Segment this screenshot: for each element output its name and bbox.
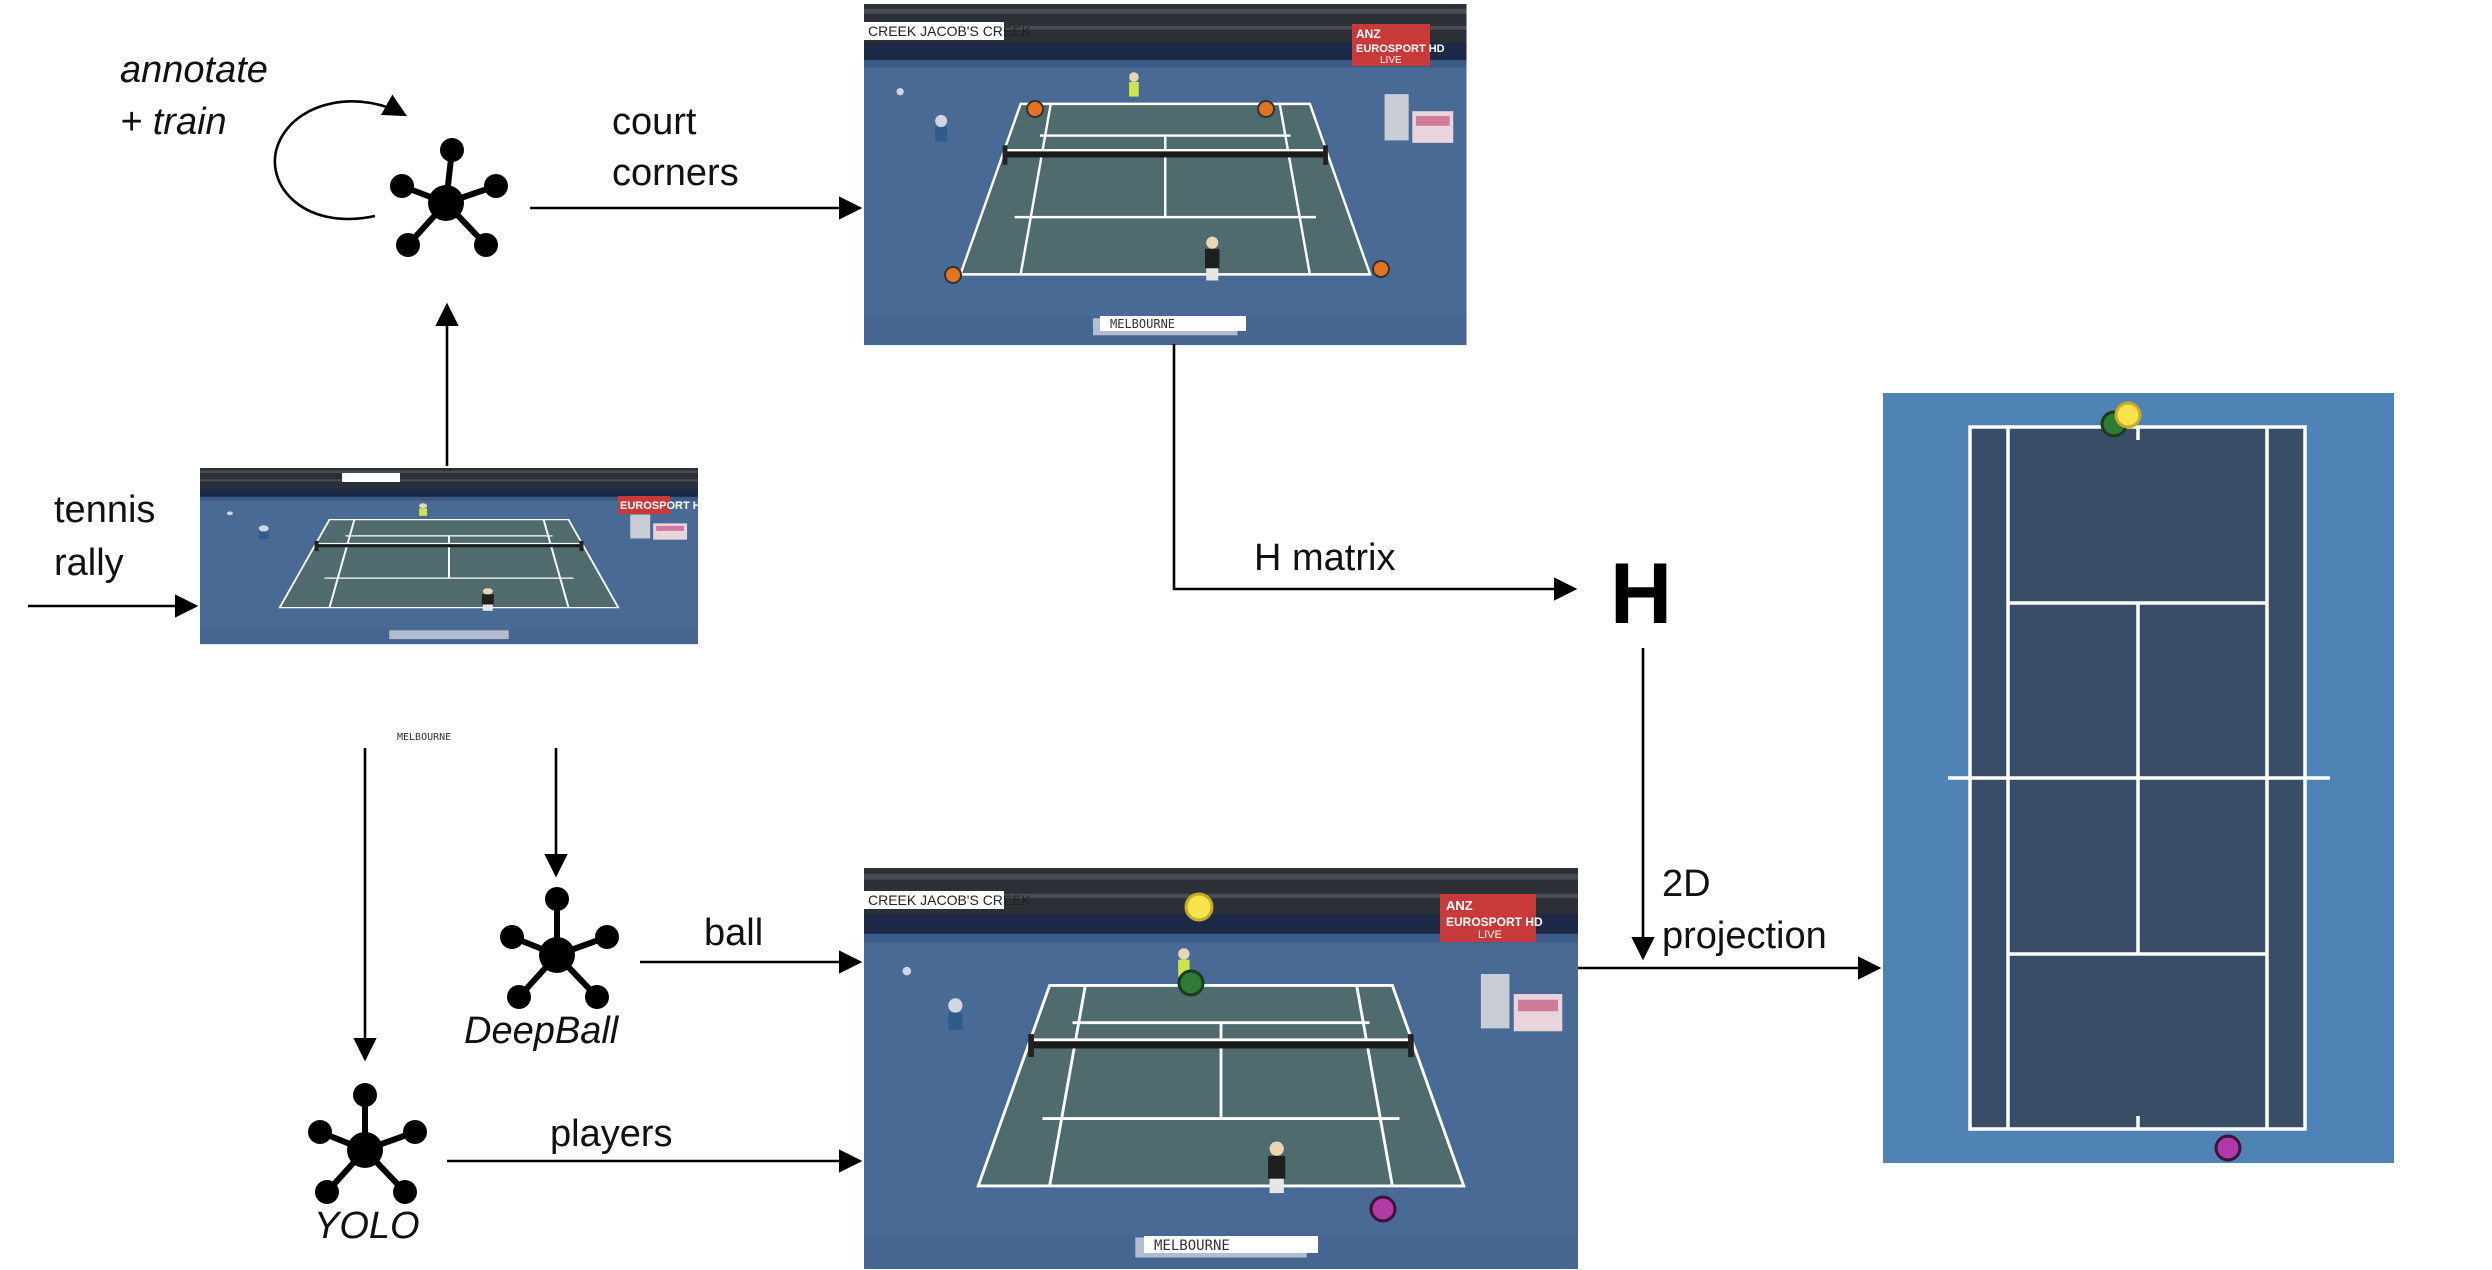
- projection-label-line1: 2D: [1662, 863, 1711, 905]
- input-frame-banner: MELBOURNE: [397, 732, 451, 743]
- h-symbol: H: [1610, 546, 1672, 642]
- player-marker: [1369, 1195, 1397, 1223]
- input-frame: [199, 467, 699, 646]
- corner-marker-top-left: [1026, 100, 1044, 118]
- corner-marker-bottom-left: [944, 266, 962, 284]
- projected-player-marker: [2214, 1134, 2242, 1162]
- detections-channel: EUROSPORT HD: [1446, 915, 1543, 929]
- court-corners-label-line1: court: [612, 101, 697, 143]
- neural-network-icon: [308, 1083, 427, 1204]
- loop-arrow-icon: [273, 94, 408, 221]
- deepball-label: DeepBall: [464, 1010, 620, 1052]
- neural-network-icon: [500, 887, 619, 1009]
- court-corners-channel-top: ANZ: [1356, 27, 1381, 41]
- tennis-rally-label-line2: rally: [54, 542, 124, 584]
- detections-banner: MELBOURNE: [1154, 1238, 1230, 1254]
- yolo-label: YOLO: [314, 1205, 420, 1247]
- court-corners-overlay: CREEK JACOB'S CREEK ANZ EUROSPORT HD LIV…: [864, 22, 1445, 331]
- court-corners-label-line2: corners: [612, 152, 739, 194]
- court-corners-sponsor: CREEK JACOB'S CREEK: [868, 23, 1032, 39]
- input-frame-overlay: KIA MELBOURNE EUROSPORT HD: [342, 473, 709, 743]
- projected-ball-marker: [2114, 401, 2142, 429]
- ball-marker: [1184, 892, 1214, 922]
- annotate-train-label-line2: + train: [120, 101, 227, 143]
- tennis-rally-label-line1: tennis: [54, 489, 155, 531]
- court-corners-live: LIVE: [1380, 55, 1402, 66]
- detections-live: LIVE: [1478, 929, 1502, 941]
- projection-court: [1883, 393, 2394, 1163]
- corner-marker-top-right: [1257, 100, 1275, 118]
- connector-arrows: [28, 196, 1882, 1173]
- annotate-train-label-line1: annotate: [120, 49, 268, 91]
- ball-ground-marker: [1177, 969, 1205, 997]
- court-corners-banner: MELBOURNE: [1110, 317, 1175, 331]
- detections-overlay: CREEK JACOB'S CREEK ANZ EUROSPORT HD LIV…: [864, 891, 1543, 1254]
- court-corners-channel: EUROSPORT HD: [1356, 43, 1445, 55]
- corner-marker-bottom-right: [1372, 260, 1390, 278]
- detections-channel-top: ANZ: [1446, 898, 1473, 913]
- input-frame-channel: EUROSPORT HD: [620, 500, 709, 512]
- h-matrix-label: H matrix: [1254, 537, 1395, 579]
- neural-network-icon: [390, 138, 508, 257]
- input-frame-sponsor: KIA: [344, 474, 359, 483]
- projection-label-line2: projection: [1662, 915, 1827, 957]
- detections-sponsor: CREEK JACOB'S CREEK: [868, 892, 1032, 908]
- ball-label: ball: [704, 912, 763, 954]
- players-label: players: [550, 1113, 673, 1155]
